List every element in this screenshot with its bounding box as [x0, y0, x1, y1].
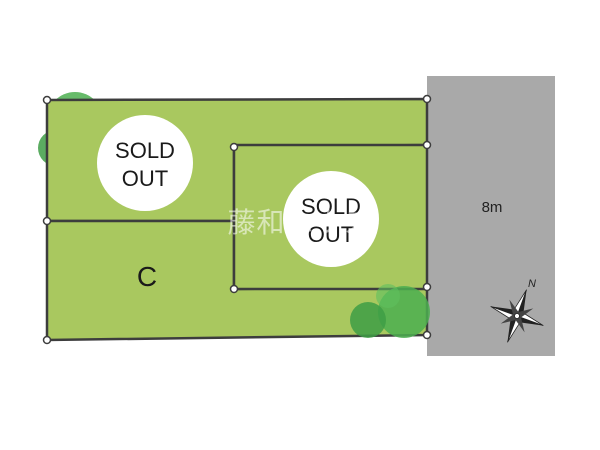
- boundary-markers: [42, 94, 432, 345]
- out-text-a: OUT: [122, 166, 168, 191]
- sold-text-a: SOLD: [115, 138, 175, 163]
- lot-c-label: C: [137, 261, 157, 292]
- watermark-text: 藤和ハウス: [227, 206, 372, 239]
- sold-text-b: SOLD: [301, 194, 361, 219]
- out-text-b: OUT: [308, 222, 354, 247]
- tree-icon: [350, 284, 430, 338]
- sold-out-badge-a: SOLD OUT: [97, 115, 193, 211]
- road-area: [427, 76, 555, 356]
- compass-north-label: N: [528, 278, 536, 290]
- road-width-label: 8m: [482, 199, 503, 216]
- sold-out-badge-b: SOLD OUT: [283, 171, 379, 267]
- compass-rose-icon: N: [490, 278, 544, 343]
